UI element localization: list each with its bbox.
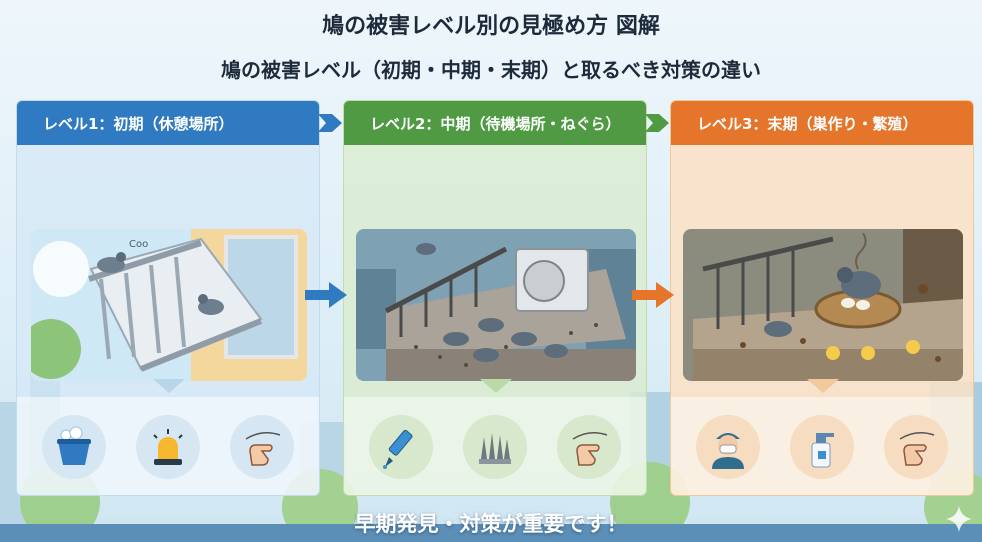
- level-1-panel: レベル1：初期（休憩場所） Coo: [16, 100, 320, 496]
- level-2-tools: [344, 397, 646, 495]
- level-1-banner: レベル1：初期（休憩場所）: [17, 101, 319, 145]
- level-2-balcony-scene: [356, 229, 636, 381]
- masked-worker-icon: [696, 415, 760, 479]
- level-3-tools: [671, 397, 973, 495]
- page-title: 鳩の被害レベル別の見極め方 図解: [322, 14, 660, 39]
- spray-bottle-icon: [790, 415, 854, 479]
- level-2-panel: レベル2：中期（待機場所・ねぐら）: [343, 100, 647, 496]
- level-3-pointer: [807, 379, 839, 393]
- level-3-banner: レベル3：末期（巣作り・繁殖）: [671, 101, 973, 145]
- bucket-icon: [42, 415, 106, 479]
- coo-sound-text: Coo: [129, 239, 148, 250]
- hand-string-icon: [557, 415, 621, 479]
- hand-string-icon: [884, 415, 948, 479]
- bird-spikes-icon: [463, 415, 527, 479]
- hand-string-icon: [230, 415, 294, 479]
- level-3-nest-scene: [683, 229, 963, 381]
- chevron-right-icon: [645, 114, 669, 132]
- level-2-pointer: [480, 379, 512, 393]
- level-1-balcony-scene: Coo: [31, 229, 307, 381]
- level-1-pointer: [153, 379, 185, 393]
- sparkle-icon: [946, 506, 972, 532]
- chevron-right-icon: [318, 114, 342, 132]
- footer-message: 早期発見・対策が重要です！: [354, 512, 628, 536]
- alarm-light-icon: [136, 415, 200, 479]
- page-subtitle: 鳩の被害レベル（初期・中期・末期）と取るべき対策の違い: [221, 58, 761, 82]
- level-2-banner: レベル2：中期（待機場所・ねぐら）: [344, 101, 646, 145]
- level-1-tools: [17, 397, 319, 495]
- arrow-right-icon: [632, 282, 674, 308]
- sealant-tube-icon: [369, 415, 433, 479]
- level-3-panel: レベル3：末期（巣作り・繁殖）: [670, 100, 974, 496]
- arrow-right-icon: [305, 282, 347, 308]
